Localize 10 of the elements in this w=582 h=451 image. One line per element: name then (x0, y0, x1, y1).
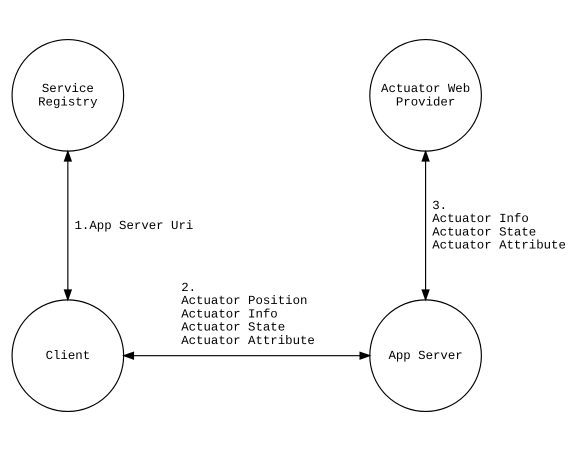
arrow (64, 150, 72, 302)
node-circle: Client (12, 299, 124, 412)
node-circle: Actuator Web Provider (369, 38, 482, 152)
node-circle: Service Registry (12, 38, 124, 152)
edge-label: 3. Actuator Info Actuator State Actuator Attribute (432, 198, 566, 253)
edge-label: 2. Actuator Position Actuator Info Actuator State Actuator Attribute (181, 280, 315, 348)
arrow (421, 150, 430, 302)
edge-label: 1.App Server Uri (74, 219, 194, 234)
node-circle: App Server (369, 299, 482, 412)
arrow (122, 351, 372, 360)
